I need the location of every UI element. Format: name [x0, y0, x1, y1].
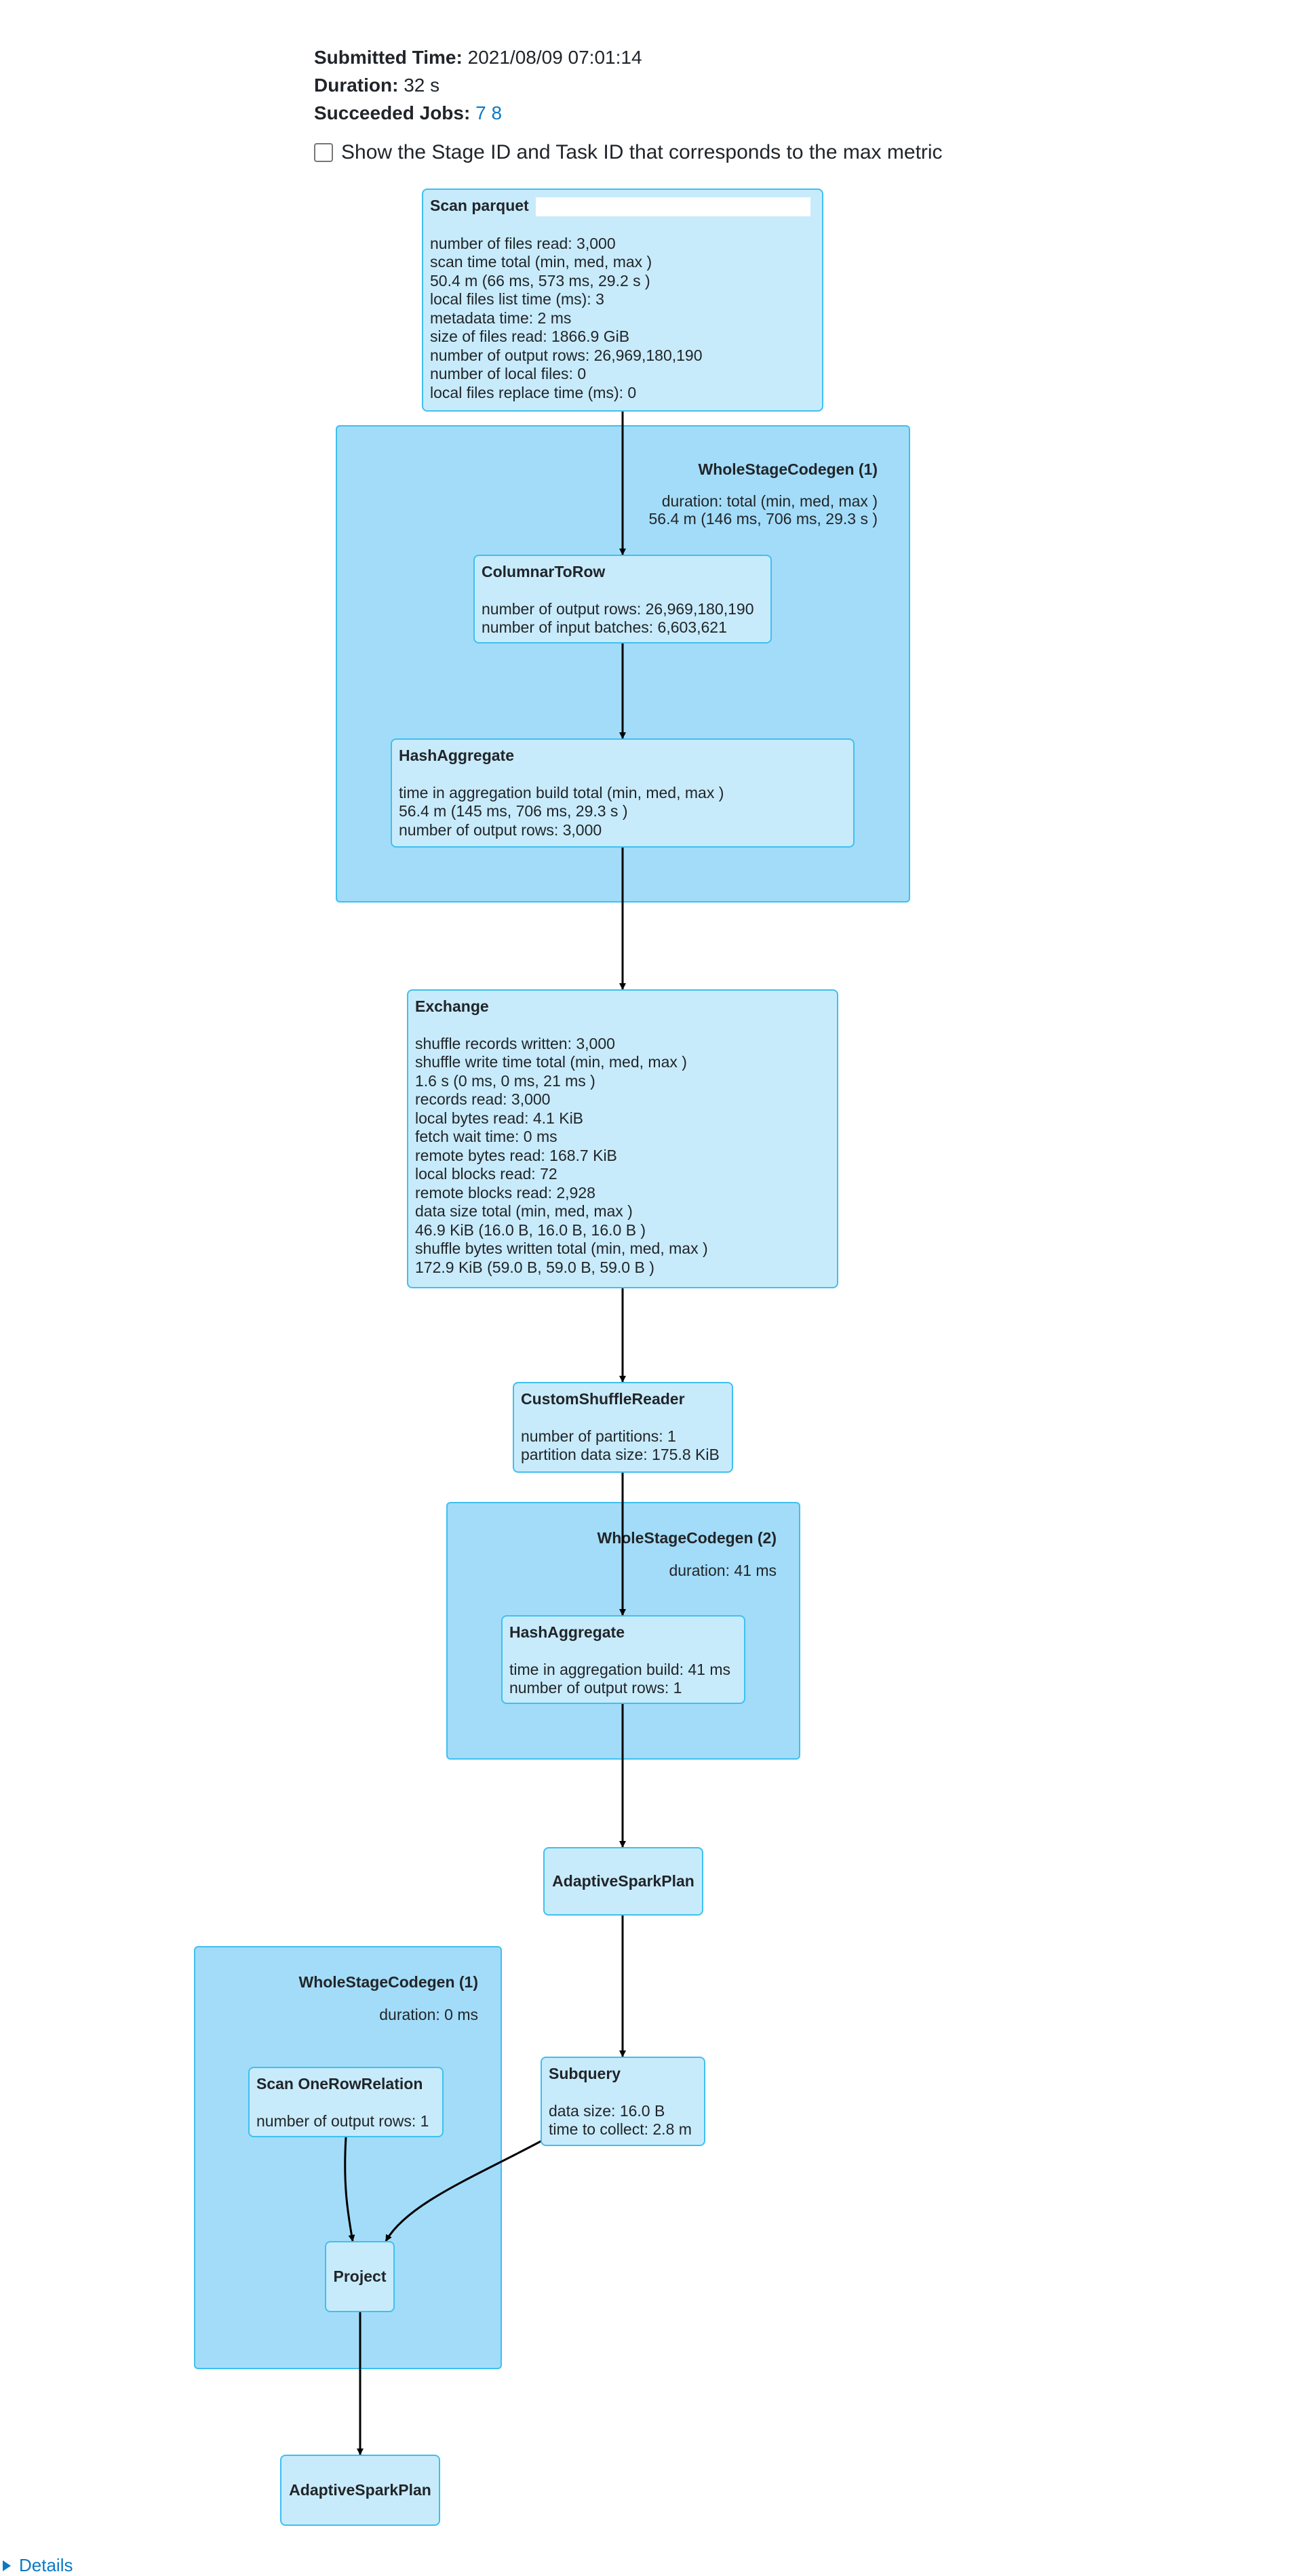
metric-line: 50.4 m (66 ms, 573 ms, 29.2 s ) [430, 271, 650, 290]
title-highlight-strip [535, 197, 810, 216]
max-metric-label: Show the Stage ID and Task ID that corre… [341, 141, 943, 163]
metric-line: size of files read: 1866.9 GiB [430, 328, 630, 346]
node-title-text: Scan parquet [430, 197, 529, 214]
submitted-time: Submitted Time: 2021/08/09 07:01:14 [314, 44, 642, 71]
node-adaptive-spark-plan-1[interactable]: AdaptiveSparkPlan [543, 1847, 703, 1916]
node-title: HashAggregate [509, 1623, 625, 1641]
cluster-metric-line: 56.4 m (146 ms, 706 ms, 29.3 s ) [648, 510, 878, 528]
cluster-metrics: duration: 41 ms [669, 1562, 777, 1579]
metric-line: scan time total (min, med, max ) [430, 253, 652, 271]
metric-line: number of output rows: 1 [509, 1679, 682, 1697]
job-link-8[interactable]: 8 [491, 102, 503, 123]
metric-line: partition data size: 175.8 KiB [521, 1446, 720, 1463]
metric-line: 1.6 s (0 ms, 0 ms, 21 ms ) [415, 1071, 595, 1090]
node-title: Scan parquet [430, 197, 815, 216]
duration: Duration: 32 s [314, 72, 439, 99]
metric-line: number of partitions: 1 [521, 1427, 676, 1445]
metric-line: metadata time: 2 ms [430, 309, 572, 327]
duration-label: Duration: [314, 75, 399, 96]
metric-line: local files replace time (ms): 0 [430, 383, 637, 401]
metric-line: data size total (min, med, max ) [415, 1202, 633, 1220]
details-toggle[interactable]: Details [0, 2555, 73, 2576]
cluster-metrics: duration: 0 ms [379, 2006, 478, 2023]
metric-line: number of input batches: 6,603,621 [482, 618, 727, 636]
cluster-metric-line: duration: 41 ms [669, 1562, 777, 1579]
succeeded-jobs-label: Succeeded Jobs: [314, 102, 471, 123]
metric-line: remote bytes read: 168.7 KiB [415, 1146, 617, 1164]
expand-triangle-icon [3, 2560, 11, 2571]
cluster-title: WholeStageCodegen (1) [698, 460, 878, 478]
details-label: Details [19, 2555, 73, 2575]
node-title: AdaptiveSparkPlan [552, 1871, 694, 1890]
cluster-title: WholeStageCodegen (2) [597, 1529, 777, 1547]
metric-line: number of local files: 0 [430, 365, 587, 383]
metric-line: records read: 3,000 [415, 1090, 551, 1108]
metric-line: 46.9 KiB (16.0 B, 16.0 B, 16.0 B ) [415, 1221, 646, 1239]
metric-line: shuffle records written: 3,000 [415, 1034, 615, 1052]
cluster-metric-line: duration: total (min, med, max ) [661, 492, 878, 510]
node-hash-aggregate-1[interactable]: HashAggregate time in aggregation build … [391, 738, 855, 848]
node-project[interactable]: Project [325, 2241, 395, 2312]
edge-onerow-to-project [344, 2137, 355, 2242]
metric-line: number of output rows: 1 [256, 2112, 429, 2130]
node-title: ColumnarToRow [482, 563, 606, 580]
metric-line: data size: 16.0 B [549, 2101, 665, 2120]
node-title: CustomShuffleReader [521, 1390, 685, 1408]
node-title: HashAggregate [399, 747, 514, 764]
metric-line: 56.4 m (145 ms, 706 ms, 29.3 s ) [399, 802, 628, 820]
metric-line: number of output rows: 3,000 [399, 820, 602, 839]
metric-line: number of output rows: 26,969,180,190 [430, 346, 703, 364]
node-exchange[interactable]: Exchange shuffle records written: 3,000 … [407, 989, 838, 1288]
edge-subquery-to-project [385, 2139, 543, 2242]
cluster-title: WholeStageCodegen (1) [298, 1973, 478, 1991]
metric-line: shuffle bytes written total (min, med, m… [415, 1240, 708, 1257]
node-title: Exchange [415, 997, 489, 1015]
job-link-7[interactable]: 7 [475, 102, 486, 123]
metric-line: fetch wait time: 0 ms [415, 1128, 557, 1145]
node-scan-parquet[interactable]: Scan parquet number of files read: 3,000… [422, 189, 823, 412]
node-columnar-to-row[interactable]: ColumnarToRow number of output rows: 26,… [473, 555, 772, 643]
metric-line: time in aggregation build total (min, me… [399, 783, 724, 801]
metric-line: local bytes read: 4.1 KiB [415, 1109, 584, 1127]
node-custom-shuffle-reader[interactable]: CustomShuffleReader number of partitions… [513, 1382, 733, 1473]
metric-line: 172.9 KiB (59.0 B, 59.0 B, 59.0 B ) [415, 1258, 654, 1276]
metric-line: shuffle write time total (min, med, max … [415, 1053, 687, 1071]
submitted-time-label: Submitted Time: [314, 47, 463, 68]
cluster-metric-line: duration: 0 ms [379, 2006, 478, 2023]
node-adaptive-spark-plan-2[interactable]: AdaptiveSparkPlan [280, 2455, 440, 2526]
metric-line: time in aggregation build: 41 ms [509, 1660, 731, 1678]
metric-line: number of files read: 3,000 [430, 234, 616, 252]
duration-value: 32 s [404, 75, 440, 96]
max-metric-toggle[interactable]: Show the Stage ID and Task ID that corre… [314, 141, 943, 164]
node-title: Scan OneRowRelation [256, 2075, 423, 2093]
node-scan-one-row-relation[interactable]: Scan OneRowRelation number of output row… [248, 2067, 444, 2137]
node-subquery[interactable]: Subquery data size: 16.0 B time to colle… [541, 2057, 705, 2146]
node-title: Subquery [549, 2065, 621, 2082]
succeeded-jobs: Succeeded Jobs: 7 8 [314, 100, 502, 127]
metric-line: time to collect: 2.8 m [549, 2120, 692, 2138]
metric-line: number of output rows: 26,969,180,190 [482, 599, 754, 618]
node-title: Project [333, 2267, 387, 2285]
metric-line: local files list time (ms): 3 [430, 290, 604, 309]
node-hash-aggregate-2[interactable]: HashAggregate time in aggregation build:… [501, 1615, 745, 1704]
node-title: AdaptiveSparkPlan [289, 2480, 431, 2499]
metric-line: local blocks read: 72 [415, 1165, 557, 1183]
submitted-time-value: 2021/08/09 07:01:14 [467, 47, 642, 68]
metric-line: remote blocks read: 2,928 [415, 1183, 595, 1202]
max-metric-checkbox[interactable] [314, 143, 333, 162]
cluster-metrics: duration: total (min, med, max ) 56.4 m … [649, 492, 878, 528]
